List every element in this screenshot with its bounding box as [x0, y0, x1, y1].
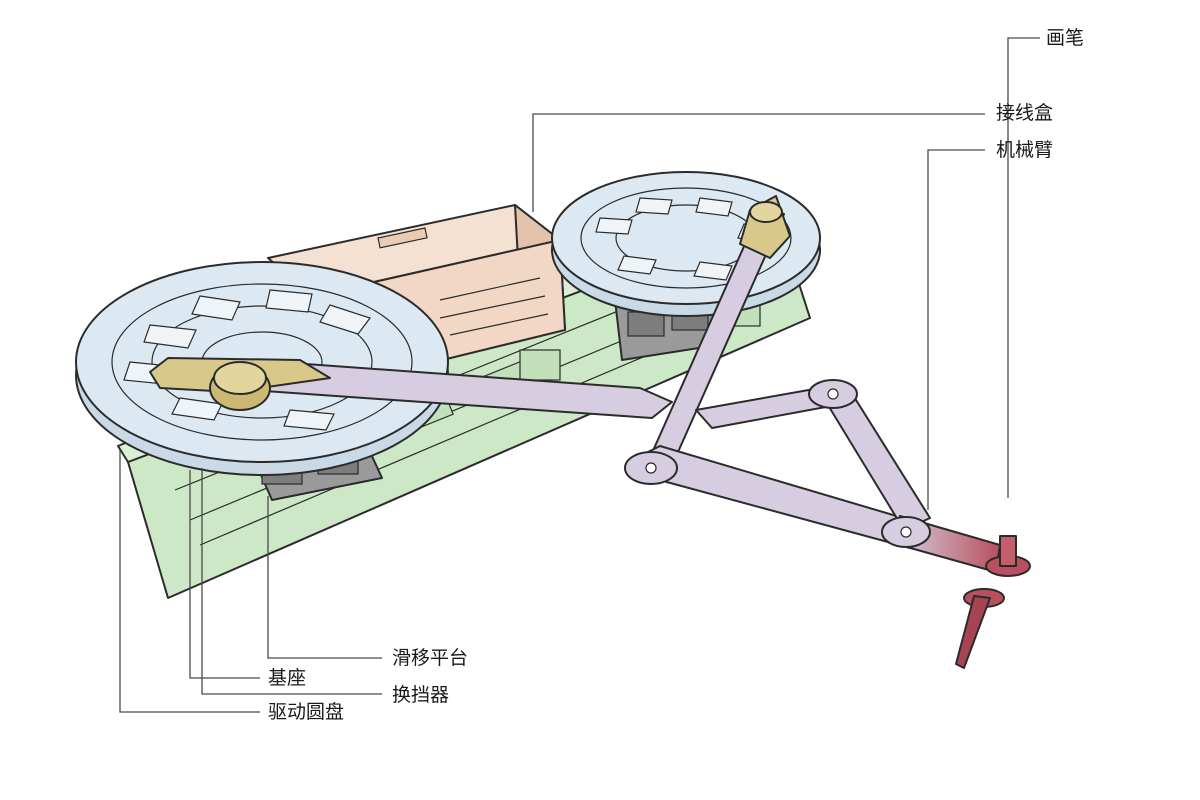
- label-slide-platform: 滑移平台: [392, 647, 469, 669]
- label-arm: 机械臂: [996, 139, 1054, 161]
- pen: [955, 535, 1031, 669]
- hub-right: [739, 195, 791, 259]
- robot-arm: [229, 205, 1001, 573]
- leader-lines: [119, 37, 1040, 713]
- label-gear-shifter: 换挡器: [392, 684, 450, 706]
- label-pen: 画笔: [1046, 27, 1085, 49]
- label-drive-disc: 驱动圆盘: [268, 701, 345, 723]
- label-junction-box: 接线盒: [996, 102, 1054, 124]
- hub-left: [149, 357, 331, 411]
- label-base: 基座: [268, 667, 307, 689]
